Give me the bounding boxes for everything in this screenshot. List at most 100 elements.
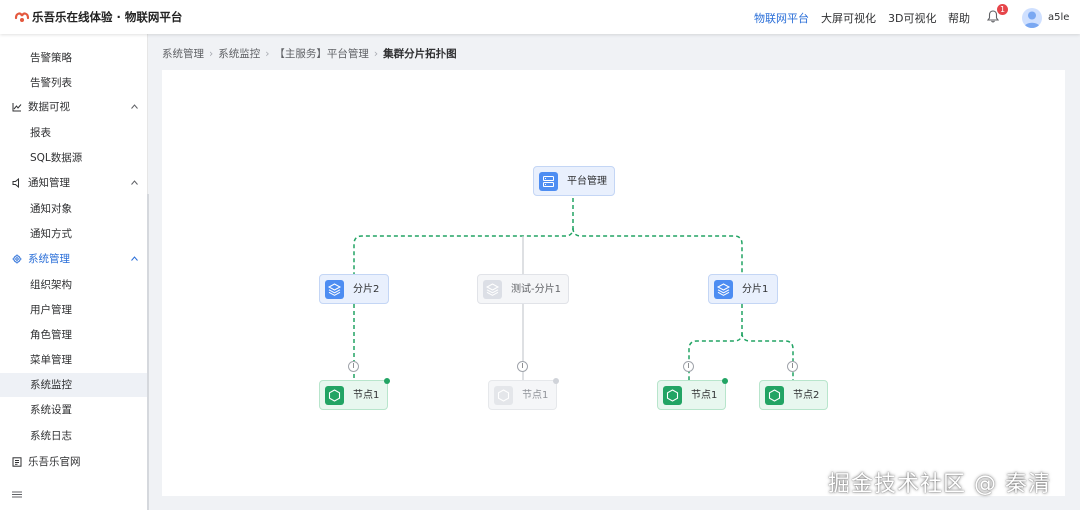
sidebar-item-label: 通知管理 (28, 177, 70, 189)
edge-shard1-node1 (688, 304, 743, 380)
edge-port-marker: I (348, 361, 359, 372)
cube-icon (325, 386, 344, 405)
breadcrumb-separator-icon: › (373, 48, 379, 60)
sidebar-item-label: 菜单管理 (30, 354, 72, 366)
sidebar-item-label: 告警列表 (30, 77, 72, 89)
edge-root-shard1 (572, 227, 743, 274)
edge-port-marker: I (787, 361, 798, 372)
node-label: 分片2 (353, 284, 380, 295)
sidebar-group-system-management[interactable]: 系统管理 (0, 247, 148, 271)
topology-shard-node[interactable]: 分片1 (708, 274, 778, 304)
chevron-up-icon (131, 256, 138, 261)
edge-shard1-node2 (741, 332, 794, 380)
breadcrumb-separator-icon: › (265, 48, 270, 60)
breadcrumb-separator-icon: › (209, 48, 214, 60)
breadcrumb: 系统管理 › 系统监控 › 【主服务】平台管理 › 集群分片拓扑图 (162, 46, 457, 61)
edge-port-marker: I (517, 361, 528, 372)
server-icon (539, 172, 558, 191)
topology-shard-node[interactable]: 分片2 (319, 274, 389, 304)
sidebar-item-label: 系统管理 (28, 253, 70, 265)
sidebar-item-label: 告警策略 (30, 52, 72, 64)
sidebar-group-notification[interactable]: 通知管理 (0, 171, 148, 195)
node-label: 节点1 (691, 390, 718, 401)
topology-canvas[interactable]: 平台管理 分片2 测试-分片1 分片1 I I I I 节点1 节点1 (162, 70, 1065, 496)
status-dot (384, 378, 390, 384)
node-label: 测试-分片1 (511, 284, 561, 295)
edge-port-marker: I (683, 361, 694, 372)
node-label: 平台管理 (567, 176, 607, 187)
sidebar-item-user-management[interactable]: 用户管理 (0, 298, 148, 322)
top-header: 乐吾乐在线体验 · 物联网平台 物联网平台 大屏可视化 3D可视化 帮助 1 a… (0, 0, 1080, 34)
sidebar: 告警策略 告警列表 数据可视 报表 SQL数据源 通知管理 通知对象 通知方式 … (0, 34, 149, 510)
sidebar-item-system-log[interactable]: 系统日志 (0, 424, 148, 448)
breadcrumb-platform-management[interactable]: 【主服务】平台管理 (274, 48, 369, 60)
status-dot (722, 378, 728, 384)
node-label: 节点1 (522, 390, 549, 401)
chevron-up-icon (131, 104, 138, 109)
sidebar-item-reports[interactable]: 报表 (0, 121, 148, 145)
username[interactable]: a5le (1048, 12, 1070, 23)
chart-line-icon (12, 103, 22, 112)
document-icon (12, 457, 22, 467)
sidebar-item-label: 角色管理 (30, 329, 72, 341)
sidebar-scrollbar[interactable] (147, 194, 149, 510)
sidebar-item-official-site[interactable]: 乐吾乐官网 (0, 450, 148, 474)
sidebar-item-role-management[interactable]: 角色管理 (0, 323, 148, 347)
speaker-icon (12, 178, 19, 188)
sidebar-item-system-settings[interactable]: 系统设置 (0, 398, 148, 422)
brand-title[interactable]: 乐吾乐在线体验 · 物联网平台 (32, 10, 183, 24)
layers-icon (483, 280, 502, 299)
sidebar-group-data-visual[interactable]: 数据可视 (0, 95, 148, 119)
layers-icon (714, 280, 733, 299)
node-label: 节点1 (353, 390, 380, 401)
sidebar-item-alarm-list[interactable]: 告警列表 (0, 71, 148, 95)
sidebar-item-system-monitor[interactable]: 系统监控 (0, 373, 148, 397)
sidebar-item-label: 系统日志 (30, 430, 72, 442)
nav-3d-visualization[interactable]: 3D可视化 (888, 12, 937, 25)
breadcrumb-system-monitor[interactable]: 系统监控 (218, 48, 261, 60)
sidebar-item-label: 系统监控 (30, 379, 72, 391)
sidebar-item-label: 报表 (30, 127, 51, 139)
sidebar-item-sql-datasource[interactable]: SQL数据源 (0, 146, 148, 170)
topology-leaf-node[interactable]: 节点1 (657, 378, 728, 410)
sidebar-item-label: 用户管理 (30, 304, 72, 316)
chevron-up-icon (131, 180, 138, 185)
node-label: 分片1 (742, 284, 769, 295)
node-label: 节点2 (793, 390, 820, 401)
topology-leaf-node[interactable]: 节点1 (319, 378, 390, 410)
cube-icon (494, 386, 513, 405)
sidebar-item-label: 组织架构 (30, 279, 72, 291)
sidebar-item-alarm-strategy[interactable]: 告警策略 (0, 46, 148, 70)
topology-leaf-node[interactable]: 节点1 (488, 378, 559, 410)
sidebar-item-notify-target[interactable]: 通知对象 (0, 197, 148, 221)
menu-collapse-icon[interactable] (12, 491, 22, 498)
gear-icon (12, 254, 22, 264)
watermark: 掘金技术社区 @ 秦清 (828, 472, 1051, 497)
sidebar-item-label: 数据可视 (28, 101, 70, 113)
nav-iot-platform[interactable]: 物联网平台 (754, 12, 809, 25)
avatar[interactable] (1022, 8, 1042, 28)
nav-help[interactable]: 帮助 (948, 12, 970, 25)
layers-icon (325, 280, 344, 299)
edge-root-shard2 (353, 198, 574, 274)
brand-logo-icon[interactable] (14, 9, 30, 25)
sidebar-item-notify-method[interactable]: 通知方式 (0, 222, 148, 246)
status-dot (553, 378, 559, 384)
sidebar-item-org-structure[interactable]: 组织架构 (0, 273, 148, 297)
sidebar-item-label: SQL数据源 (30, 152, 83, 164)
sidebar-item-menu-management[interactable]: 菜单管理 (0, 348, 148, 372)
topology-edges (353, 198, 794, 380)
topology-leaf-node[interactable]: 节点2 (759, 380, 828, 410)
bell-icon[interactable] (987, 10, 999, 23)
sidebar-item-label: 通知对象 (30, 203, 72, 215)
sidebar-item-label: 通知方式 (30, 228, 72, 240)
sidebar-item-label: 乐吾乐官网 (28, 456, 81, 468)
topology-root-node[interactable]: 平台管理 (533, 166, 615, 196)
notification-badge: 1 (997, 4, 1008, 15)
breadcrumb-current-page: 集群分片拓扑图 (383, 48, 457, 60)
user-avatar-icon (1024, 11, 1040, 28)
sidebar-item-label: 系统设置 (30, 404, 72, 416)
topology-shard-node[interactable]: 测试-分片1 (477, 274, 569, 304)
nav-screen-visualization[interactable]: 大屏可视化 (821, 12, 876, 25)
breadcrumb-system-management[interactable]: 系统管理 (162, 48, 204, 60)
